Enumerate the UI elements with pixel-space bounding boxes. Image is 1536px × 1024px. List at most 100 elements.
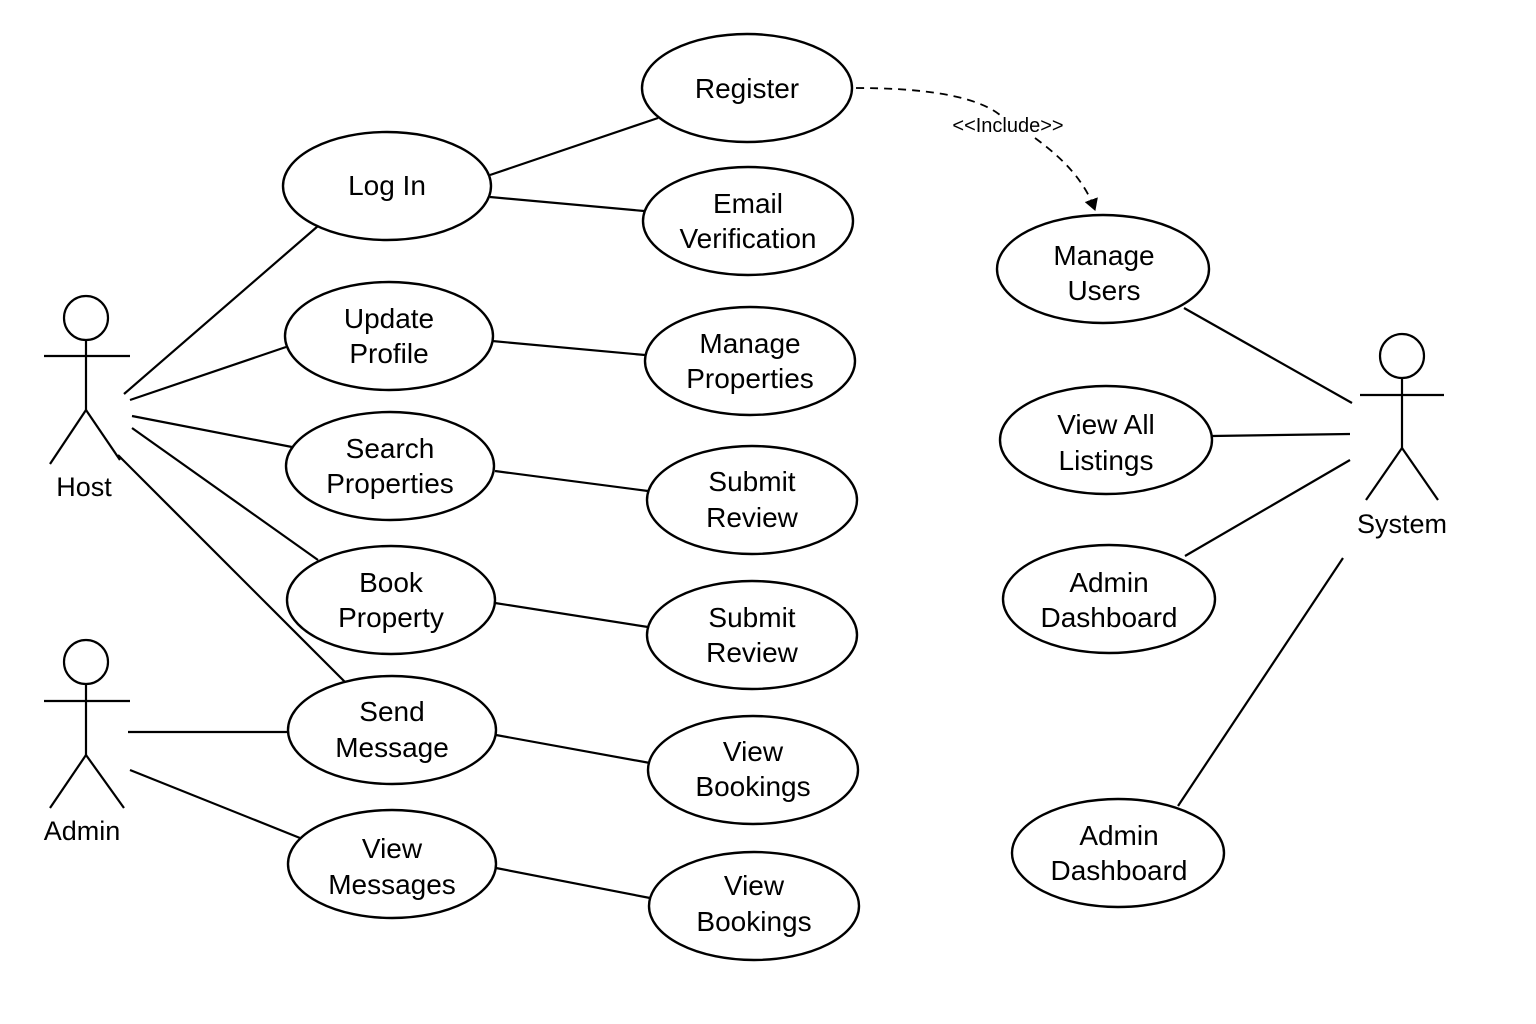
use-case-label: Message [335,732,449,763]
use-case-view-all-listings[interactable]: View All Listings [998,384,1214,496]
actor-head-icon [1378,332,1426,380]
assoc-system-admin-dashboard [1184,459,1351,557]
actor-leg-right [1401,447,1439,501]
svg-text:Bookings: Bookings [695,771,810,802]
use-case-label: Users [1067,275,1140,306]
include-arrow [855,87,1001,116]
assoc-log-in-register [489,116,659,177]
svg-text:Admin: Admin [1079,820,1158,851]
use-case-label: Register [695,73,799,104]
use-cases: Register Log In Email Verification Updat… [281,32,1226,962]
svg-text:Verification: Verification [680,223,817,254]
use-case-label: Messages [328,869,456,900]
associations [117,116,1353,900]
actor-label-system: System [1357,509,1447,539]
svg-text:Message: Message [335,732,449,763]
use-case-label: Manage [1053,240,1154,271]
use-case-label: Submit [708,466,795,497]
use-case-label: Update [344,303,434,334]
use-case-manage-properties[interactable]: Manage Properties [643,305,857,417]
assoc-host-send-message [117,454,346,683]
use-case-admin-dashboard[interactable]: Admin Dashboard [1001,543,1217,655]
svg-text:Properties: Properties [326,468,454,499]
assoc-admin-view-messages [129,768,301,840]
svg-text:Submit: Submit [708,602,795,633]
use-case-label: Dashboard [1051,855,1188,886]
use-case-label: Send [359,696,424,727]
use-case-email-verification[interactable]: Email Verification [641,165,855,277]
assoc-host-search-properties [131,414,293,449]
actor-leg-left [49,409,87,465]
assoc-book-property-submit-review [494,601,649,629]
actor-leg-right [85,754,125,809]
use-case-label: Bookings [696,906,811,937]
use-case-label: Properties [326,468,454,499]
actor-head-icon [62,638,110,686]
svg-text:Properties: Properties [686,363,814,394]
use-case-label: View All [1057,409,1155,440]
use-case-label: View [723,736,784,767]
use-case-label: Manage [699,328,800,359]
use-case-register[interactable]: Register [640,32,854,144]
svg-text:Users: Users [1067,275,1140,306]
use-case-view-bookings[interactable]: View Bookings [646,714,860,826]
use-case-view-messages[interactable]: View Messages [286,808,498,920]
assoc-system-view-all-listings [1211,432,1351,438]
use-case-label: Book [359,567,424,598]
svg-text:Submit: Submit [708,466,795,497]
svg-text:Manage: Manage [1053,240,1154,271]
use-case-log-in[interactable]: Log In [281,130,493,242]
svg-text:Register: Register [695,73,799,104]
svg-text:Messages: Messages [328,869,456,900]
svg-text:Send: Send [359,696,424,727]
use-case-manage-users[interactable]: Manage Users [995,213,1211,325]
use-case-update-profile[interactable]: Update Profile [283,280,495,392]
actor-label-admin: Admin [44,816,121,846]
svg-text:Dashboard: Dashboard [1051,855,1188,886]
assoc-host-update-profile [129,345,287,402]
actor-leg-left [49,754,87,809]
use-case-search-properties[interactable]: Search Properties [284,410,496,522]
use-case-label: Listings [1059,445,1154,476]
svg-text:Listings: Listings [1059,445,1154,476]
use-case-label: Review [706,637,799,668]
use-case-label: Admin [1079,820,1158,851]
actor-leg-left [1365,447,1403,501]
use-case-label: Admin [1069,567,1148,598]
use-case-view-bookings[interactable]: View Bookings [647,850,861,962]
actor-label-host: Host [56,472,112,502]
assoc-host-book-property [131,427,319,561]
use-case-send-message[interactable]: Send Message [286,674,498,786]
svg-text:View: View [723,736,784,767]
use-case-label: Search [346,433,435,464]
svg-text:Search: Search [346,433,435,464]
use-case-label: Properties [686,363,814,394]
use-case-submit-review[interactable]: Submit Review [645,579,859,691]
use-case-admin-dashboard[interactable]: Admin Dashboard [1010,797,1226,909]
svg-text:Manage: Manage [699,328,800,359]
assoc-update-profile-manage-properties [491,339,646,357]
svg-text:Property: Property [338,602,444,633]
use-case-book-property[interactable]: Book Property [285,544,497,656]
svg-text:Email: Email [713,188,783,219]
actor-host[interactable]: Host [44,294,130,502]
use-case-submit-review[interactable]: Submit Review [645,444,859,556]
actor-head-icon [62,294,110,342]
svg-text:Admin: Admin [1069,567,1148,598]
use-case-label: Submit [708,602,795,633]
use-case-label: Log In [348,170,426,201]
assoc-send-message-view-bookings [495,733,651,765]
assoc-system-admin-dashboard-lower [1177,557,1344,807]
svg-text:Bookings: Bookings [696,906,811,937]
use-case-label: View [362,833,423,864]
actor-admin[interactable]: Admin [44,638,130,846]
use-case-label: View [724,870,785,901]
actor-system[interactable]: System [1357,332,1447,539]
use-case-label: Property [338,602,444,633]
svg-text:View All: View All [1057,409,1155,440]
svg-text:Review: Review [706,637,799,668]
assoc-search-properties-submit-review [494,469,649,493]
use-case-label: Email [713,188,783,219]
